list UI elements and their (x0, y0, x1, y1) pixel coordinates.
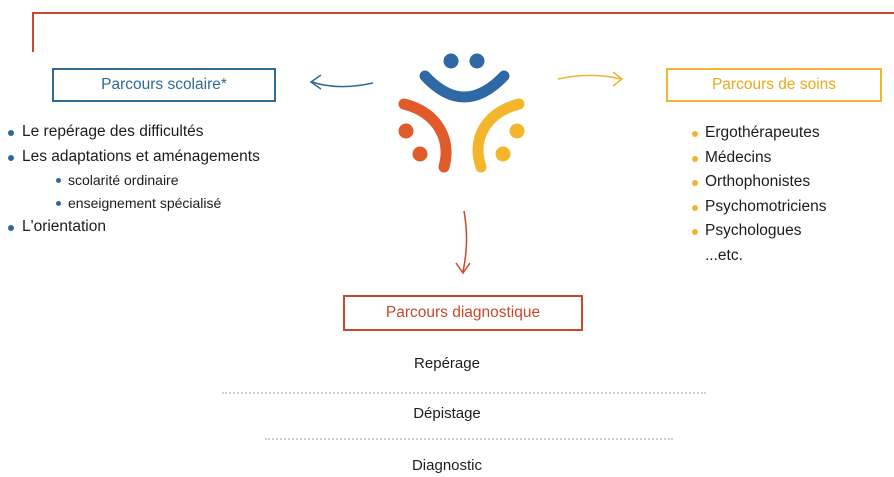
list-item: Médecins (692, 146, 826, 171)
bullet-icon (56, 178, 61, 183)
logo-blue-dot-left (443, 53, 459, 69)
bullet-icon (56, 201, 61, 206)
list-item-label: L'orientation (22, 218, 106, 235)
bullet-icon (8, 154, 14, 161)
list-item: Psychomotriciens (692, 195, 826, 220)
soins-list: Ergothérapeutes Médecins Orthophonistes … (692, 121, 826, 244)
step-depistage: Dépistage (413, 405, 481, 422)
frame-top-line (32, 12, 894, 14)
logo-orange-dot-top (398, 123, 414, 139)
logo-yellow-dot-top (509, 123, 525, 139)
logo-icon (398, 53, 525, 173)
list-item-label: Orthophonistes (705, 173, 811, 190)
list-item-label: Le repérage des difficultés (22, 123, 204, 140)
logo-yellow-arc (472, 98, 525, 173)
list-item: Le repérage des difficultés (8, 120, 260, 145)
logo-yellow-dot-bottom (495, 146, 511, 162)
list-item-label: Les adaptations et aménagements (22, 147, 260, 165)
list-item-label: Ergothérapeutes (705, 124, 820, 141)
parcours-diagnostique-box: Parcours diagnostique (343, 295, 583, 331)
list-subitem: enseignement spécialisé (8, 192, 260, 215)
bullet-icon (692, 180, 698, 186)
parcours-soins-box: Parcours de soins (666, 68, 882, 102)
arrow-left-icon (309, 74, 374, 90)
bullet-icon (8, 225, 14, 231)
arrow-down-icon (455, 210, 471, 275)
logo-blue-smile (419, 70, 510, 103)
logo-orange-arc (398, 98, 452, 173)
list-item: Les adaptations et aménagements (8, 145, 260, 170)
list-item-label: Médecins (705, 148, 772, 166)
step-divider (265, 438, 673, 440)
list-item-label: Psychologues (705, 222, 802, 239)
list-item-label: Psychomotriciens (705, 197, 827, 215)
bullet-icon (692, 155, 698, 162)
parcours-scolaire-box: Parcours scolaire* (52, 68, 276, 102)
list-item-label: scolarité ordinaire (68, 172, 179, 188)
logo-blue-dot-right (469, 53, 485, 69)
arrow-right-icon (557, 71, 624, 87)
soins-etc-label: ...etc. (705, 247, 743, 264)
list-item-label: enseignement spécialisé (68, 195, 222, 211)
step-divider (222, 392, 706, 394)
bullet-icon (8, 130, 14, 136)
list-subitem: scolarité ordinaire (8, 169, 260, 192)
frame-left-line (32, 12, 34, 52)
bullet-icon (692, 204, 698, 211)
logo-orange-dot-bottom (412, 146, 428, 162)
bullet-icon (692, 229, 698, 235)
list-item: L'orientation (8, 215, 260, 240)
list-item: Ergothérapeutes (692, 121, 826, 146)
list-item: Orthophonistes (692, 170, 826, 195)
step-reperage: Repérage (414, 355, 480, 372)
scolaire-list: Le repérage des difficultés Les adaptati… (8, 120, 260, 240)
bullet-icon (692, 131, 698, 137)
list-item: Psychologues (692, 219, 826, 244)
step-diagnostic: Diagnostic (411, 457, 483, 474)
